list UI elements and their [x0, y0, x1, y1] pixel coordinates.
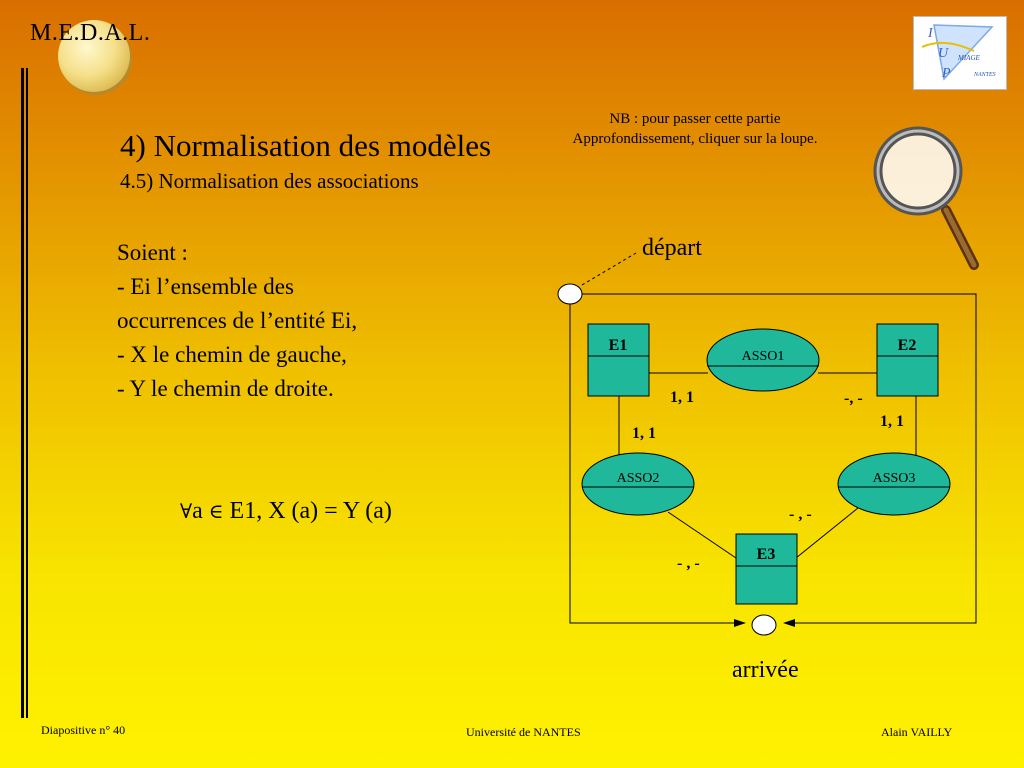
cardinality-asso2-e3: - , - — [677, 555, 700, 572]
svg-text:P: P — [941, 66, 951, 81]
nb-line-1: NB : pour passer cette partie — [609, 111, 781, 127]
left-bar-thin — [26, 68, 28, 718]
cardinality-asso1-e2: -, - — [844, 390, 863, 407]
forall-symbol: ∀ — [180, 499, 193, 523]
end-label: arrivée — [732, 657, 799, 683]
svg-text:MIAGE: MIAGE — [957, 54, 980, 62]
svg-text:I: I — [927, 26, 934, 41]
association-asso1-label: ASSO1 — [742, 349, 785, 364]
cardinality-e1-asso1: 1, 1 — [670, 389, 694, 406]
formula-rest: E1, X (a) = Y (a) — [223, 498, 392, 524]
footer-author: Alain VAILLY — [881, 725, 953, 739]
svg-text:NANTES: NANTES — [973, 72, 996, 78]
association-asso2: ASSO2 — [581, 452, 695, 516]
element-of-symbol: ∈ — [208, 499, 224, 523]
medal-coin-image — [58, 20, 130, 92]
entity-e1: E1 — [587, 323, 650, 397]
entity-e1-label: E1 — [609, 337, 628, 354]
footer-university: Université de NANTES — [466, 725, 581, 739]
end-node — [751, 614, 777, 636]
entity-e2-label: E2 — [898, 337, 917, 354]
left-bar-thick — [21, 68, 24, 718]
formula: ∀a ∈ E1, X (a) = Y (a) — [180, 498, 392, 525]
start-node — [557, 283, 583, 305]
body-line: - Ei l’ensemble des — [117, 274, 294, 299]
association-asso2-label: ASSO2 — [617, 471, 660, 486]
association-asso3-label: ASSO3 — [873, 471, 916, 486]
body-line: Soient : — [117, 240, 188, 265]
cardinality-e2-asso3: 1, 1 — [880, 413, 904, 430]
entity-e3: E3 — [735, 533, 798, 605]
cardinality-e1-asso2: 1, 1 — [632, 425, 656, 442]
entity-e2: E2 — [876, 323, 939, 397]
svg-text:U: U — [938, 46, 949, 61]
miage-logo: I U P MIAGE NANTES — [913, 16, 1007, 90]
start-label: départ — [642, 235, 702, 261]
body-line: occurrences de l’entité Ei, — [117, 308, 358, 333]
association-asso3: ASSO3 — [837, 452, 951, 516]
body-line: - X le chemin de gauche, — [117, 342, 347, 367]
body-definitions: Soient : - Ei l’ensemble des occurrences… — [117, 236, 357, 406]
magnifier-icon[interactable] — [870, 125, 990, 275]
formula-var: a — [192, 498, 203, 524]
slide-subtitle: 4.5) Normalisation des associations — [120, 169, 419, 193]
cardinality-asso3-e3: - , - — [789, 506, 812, 523]
body-line: - Y le chemin de droite. — [117, 376, 334, 401]
nb-line-2: Approfondissement, cliquer sur la loupe. — [572, 131, 818, 147]
er-diagram: E1 E2 E3 ASSO1 ASSO2 ASSO3 1, 1 -, - 1, … — [557, 235, 977, 683]
association-asso1: ASSO1 — [706, 328, 820, 392]
slide-title: 4) Normalisation des modèles — [120, 128, 492, 163]
footer-slide-number: Diapositive n° 40 — [41, 723, 126, 737]
entity-e3-label: E3 — [757, 546, 776, 563]
brand-title: M.E.D.A.L. — [30, 20, 151, 46]
nb-note: NB : pour passer cette partie Approfondi… — [550, 109, 840, 149]
